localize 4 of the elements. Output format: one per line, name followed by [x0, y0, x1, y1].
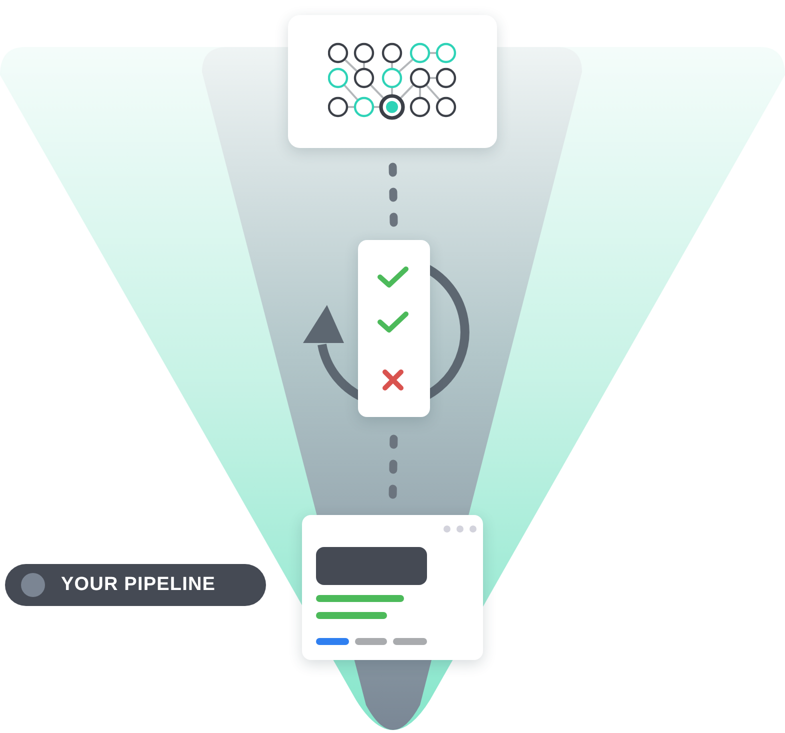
graph-card [288, 15, 497, 148]
checklist-card [358, 240, 430, 417]
dashboard-card [302, 515, 483, 660]
legend-label: YOUR PIPELINE [61, 574, 216, 596]
